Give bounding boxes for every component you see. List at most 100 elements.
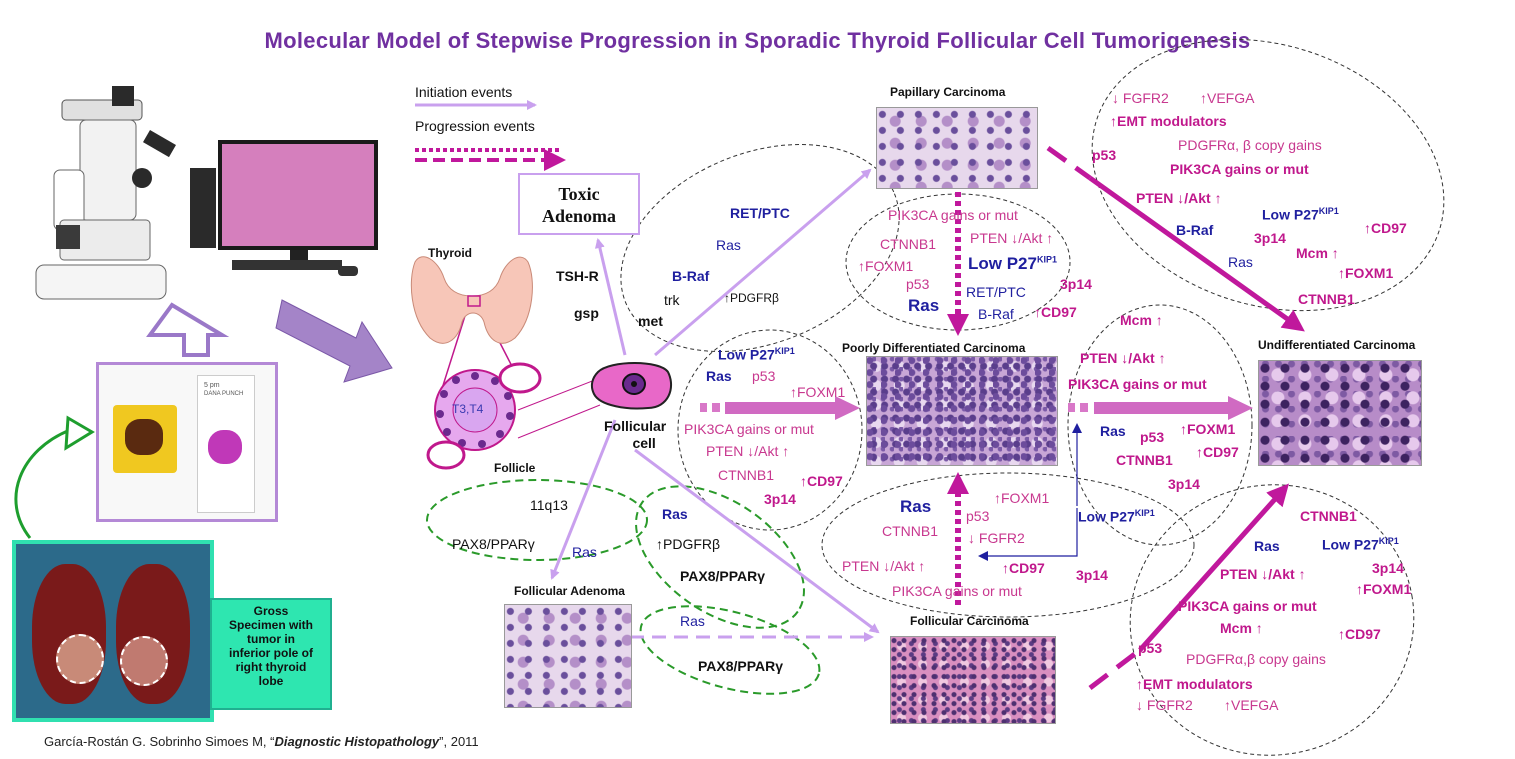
arrow-fgfr2-elbow [978,508,1078,561]
follicular-carcinoma-label: Follicular Carcinoma [910,614,1029,628]
undifferentiated-label: Undifferentiated Carcinoma [1258,338,1416,352]
mut-emt: ↑EMT modulators [1110,113,1227,129]
mut-ctnnb1-3: CTNNB1 [718,467,775,483]
gross-note-line: inferior pole of [229,646,313,660]
mut-p53-2: p53 [1092,147,1117,163]
mut-pik3ca: PIK3CA gains or mut [888,207,1018,223]
mut-low-p27-2: Low P27KIP1 [1262,206,1339,223]
thyroid-zoom-box [467,295,481,307]
mut-p53: p53 [906,276,930,292]
mut-low-p27-3-kip: KIP1 [774,346,795,356]
glass-slide: 5 pm DANA PUNCH [197,375,255,513]
mut-low-p27-text: Low P27 [968,254,1037,273]
mut-low-p27: Low P27KIP1 [968,254,1057,274]
mut-ret-ptc: RET/PTC [730,205,790,221]
arrow-pap-to-undiff [1088,175,1305,332]
mut-low-p27-kip: KIP1 [1036,254,1057,265]
toxic-adenoma-box: Toxic Adenoma [518,173,640,235]
mut-cd97-5: ↑CD97 [1002,560,1045,576]
arrow-cell-to-fc [634,448,880,634]
mut-ctnnb1-6: CTNNB1 [1300,508,1357,524]
mut-ctnnb1: CTNNB1 [880,236,937,252]
follicle-side-b [426,440,466,470]
mut-vefga-2: ↑VEFGA [1224,697,1279,713]
cell-line-a [517,377,601,411]
arrow-cell-to-papillary [654,168,872,357]
mut-foxm1-5: ↑FOXM1 [994,490,1050,506]
mut-cd97-4: ↑CD97 [1196,444,1239,460]
mut-vefga: ↑VEFGA [1200,90,1255,106]
toxic-adenoma-line2: Adenoma [541,206,616,226]
mut-ras-5: Ras [572,544,597,560]
mut-fgfr2: ↓ FGFR2 [1112,90,1169,106]
mut-fgfr2-3: ↓ FGFR2 [1136,697,1193,713]
arrow-cell-to-adenoma [550,419,617,580]
citation: García-Rostán G. Sobrinho Simoes M, “Dia… [44,734,479,749]
arrow-fc-to-undiff-dashed [1088,648,1142,690]
slide-photo-frame: 5 pm DANA PUNCH [96,362,278,522]
gross-specimen-photo [12,540,214,722]
page-title: Molecular Model of Stepwise Progression … [264,28,1251,53]
mut-mcm-2: Mcm ↑ [1120,312,1163,328]
arrow-poor-to-undiff [1094,396,1253,420]
t3t4-label: T3,T4 [452,402,484,416]
mut-mcm: Mcm ↑ [1296,245,1339,261]
follicle-side-a [498,362,542,394]
mut-pten: PTEN ↓/Akt ↑ [970,230,1054,246]
mut-foxm1-4: ↑FOXM1 [1180,421,1236,437]
arrow-up-to-microscope [146,302,230,357]
mut-pten-5: PTEN ↓/Akt ↑ [842,558,926,574]
ellipse-adeno-to-fc [639,605,821,695]
mut-p53-4: p53 [1140,429,1165,445]
mut-cd97-3: ↑CD97 [800,473,843,489]
arrow-big-to-thyroid [275,299,393,383]
mut-p53-5: p53 [966,508,990,524]
mut-low-p27-4: Low P27KIP1 [1078,508,1155,525]
gross-tumor-left [56,634,104,684]
mut-ras-4: Ras [1100,423,1126,439]
mut-pdgf-gains: PDGFRα, β copy gains [1178,137,1322,153]
gross-note-line: Specimen with [228,618,314,632]
follicular-adenoma-label: Follicular Adenoma [514,584,625,598]
mut-low-p27-3-text: Low P27 [718,346,775,363]
mut-3p14-5: 3p14 [1076,567,1108,583]
mut-foxm1: ↑FOXM1 [858,258,914,274]
poorly-differentiated-image [866,356,1058,466]
mut-low-p27-5-text: Low P27 [1322,536,1379,553]
mut-mcm-3: Mcm ↑ [1220,620,1263,636]
gross-lobe-left [32,564,106,704]
follicular-cell-nucleolus [631,381,637,387]
mut-ras-7: Ras [680,613,705,629]
gross-tumor-right [120,636,168,686]
slide-label-1: 5 pm [204,382,220,389]
mut-pax8-3: PAX8/PPARγ [698,658,784,674]
arrow-poor-to-undiff-dot1 [1068,403,1075,412]
ellipse-fc-to-poor [821,472,1195,618]
mut-low-p27-5: Low P27KIP1 [1322,536,1399,553]
mut-3p14-3: 3p14 [764,491,796,507]
mut-pik3ca-6: PIK3CA gains or mut [1178,598,1317,614]
mut-pik3ca-4: PIK3CA gains or mut [1068,376,1207,392]
tsh-r-label: TSH-R [556,268,599,284]
mut-ras-6: Ras [662,506,688,522]
slide-label-2: DANA PUNCH [204,391,244,397]
mut-3p14-6: 3p14 [1372,560,1404,576]
tissue-block [125,419,163,455]
mut-cd97-6: ↑CD97 [1338,626,1381,642]
gsp-label: gsp [574,305,599,321]
mut-low-p27-2-kip: KIP1 [1318,206,1339,216]
mut-pten-2: PTEN ↓/Akt ↑ [1136,190,1222,206]
slide-stained-tissue [208,430,242,464]
mut-met: met [638,313,663,329]
mut-low-p27-3: Low P27KIP1 [718,346,795,363]
mut-low-p27-2-text: Low P27 [1262,206,1319,223]
follicular-cell-label-line2: cell [632,435,656,451]
mut-low-p27-4-kip: KIP1 [1134,508,1155,518]
mut-fgfr2-2: ↓ FGFR2 [968,530,1025,546]
mut-b-raf: B-Raf [672,268,710,284]
arrow-poor-to-undiff-dot2 [1080,403,1088,412]
gross-note-line: right thyroid [235,660,307,674]
arrow-green-curve [14,428,71,539]
mut-ctnnb1-5: CTNNB1 [882,523,939,539]
